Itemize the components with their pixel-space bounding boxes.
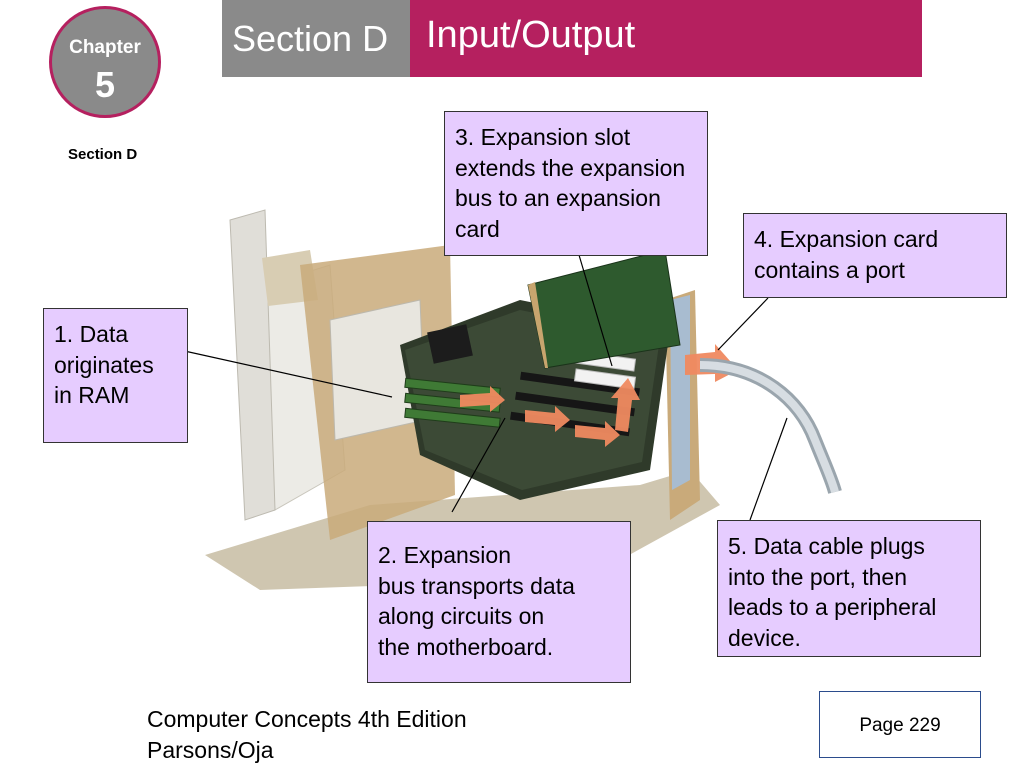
callout-5-line-2: into the port, then <box>728 563 908 590</box>
callout-expansion-card: 4. Expansion card contains a port <box>743 213 1007 298</box>
callout-1-line-2: originates <box>54 351 154 378</box>
callout-3-line-4: card <box>455 215 500 242</box>
footer-authors: Parsons/Oja <box>147 737 274 763</box>
callout-expansion-bus: 2. Expansion bus transports data along c… <box>367 521 631 683</box>
callout-2-line-2: bus transports data <box>378 572 575 599</box>
callout-1-line-1: 1. Data <box>54 321 129 347</box>
callout-3-line-1: 3. Expansion slot <box>455 124 631 150</box>
callout-3-line-2: extends the expansion <box>455 154 686 181</box>
callout-5-line-4: device. <box>728 624 801 651</box>
slide-title: Input/Output <box>410 0 922 77</box>
footer-book-info: Computer Concepts 4th Edition Parsons/Oj… <box>147 704 467 766</box>
callout-5-line-1: 5. Data cable plugs <box>728 533 925 559</box>
page-number-box: Page 229 <box>819 691 981 758</box>
callout-data-cable: 5. Data cable plugs into the port, then … <box>717 520 981 657</box>
callout-2-line-4: the motherboard. <box>378 633 554 660</box>
chapter-badge: Chapter 5 <box>49 6 161 118</box>
callout-data-originates: 1. Data originates in RAM <box>43 308 188 443</box>
callout-2-line-1: 2. Expansion <box>378 542 511 568</box>
callout-4-line-2: contains a port <box>754 256 905 283</box>
callout-4-line-1: 4. Expansion card <box>754 226 939 252</box>
callout-1-line-3: in RAM <box>54 382 130 408</box>
section-label: Section D <box>68 146 138 163</box>
chapter-number: 5 <box>94 64 116 105</box>
callout-3-line-3: bus to an expansion <box>455 185 661 211</box>
footer-book-title: Computer Concepts 4th Edition <box>147 706 467 732</box>
chapter-label: Chapter <box>69 37 141 58</box>
callout-2-line-3: along circuits on <box>378 603 545 629</box>
callout-5-line-3: leads to a peripheral <box>728 594 937 620</box>
callout-expansion-slot: 3. Expansion slot extends the expansion … <box>444 111 708 256</box>
section-tab: Section D <box>222 0 410 77</box>
